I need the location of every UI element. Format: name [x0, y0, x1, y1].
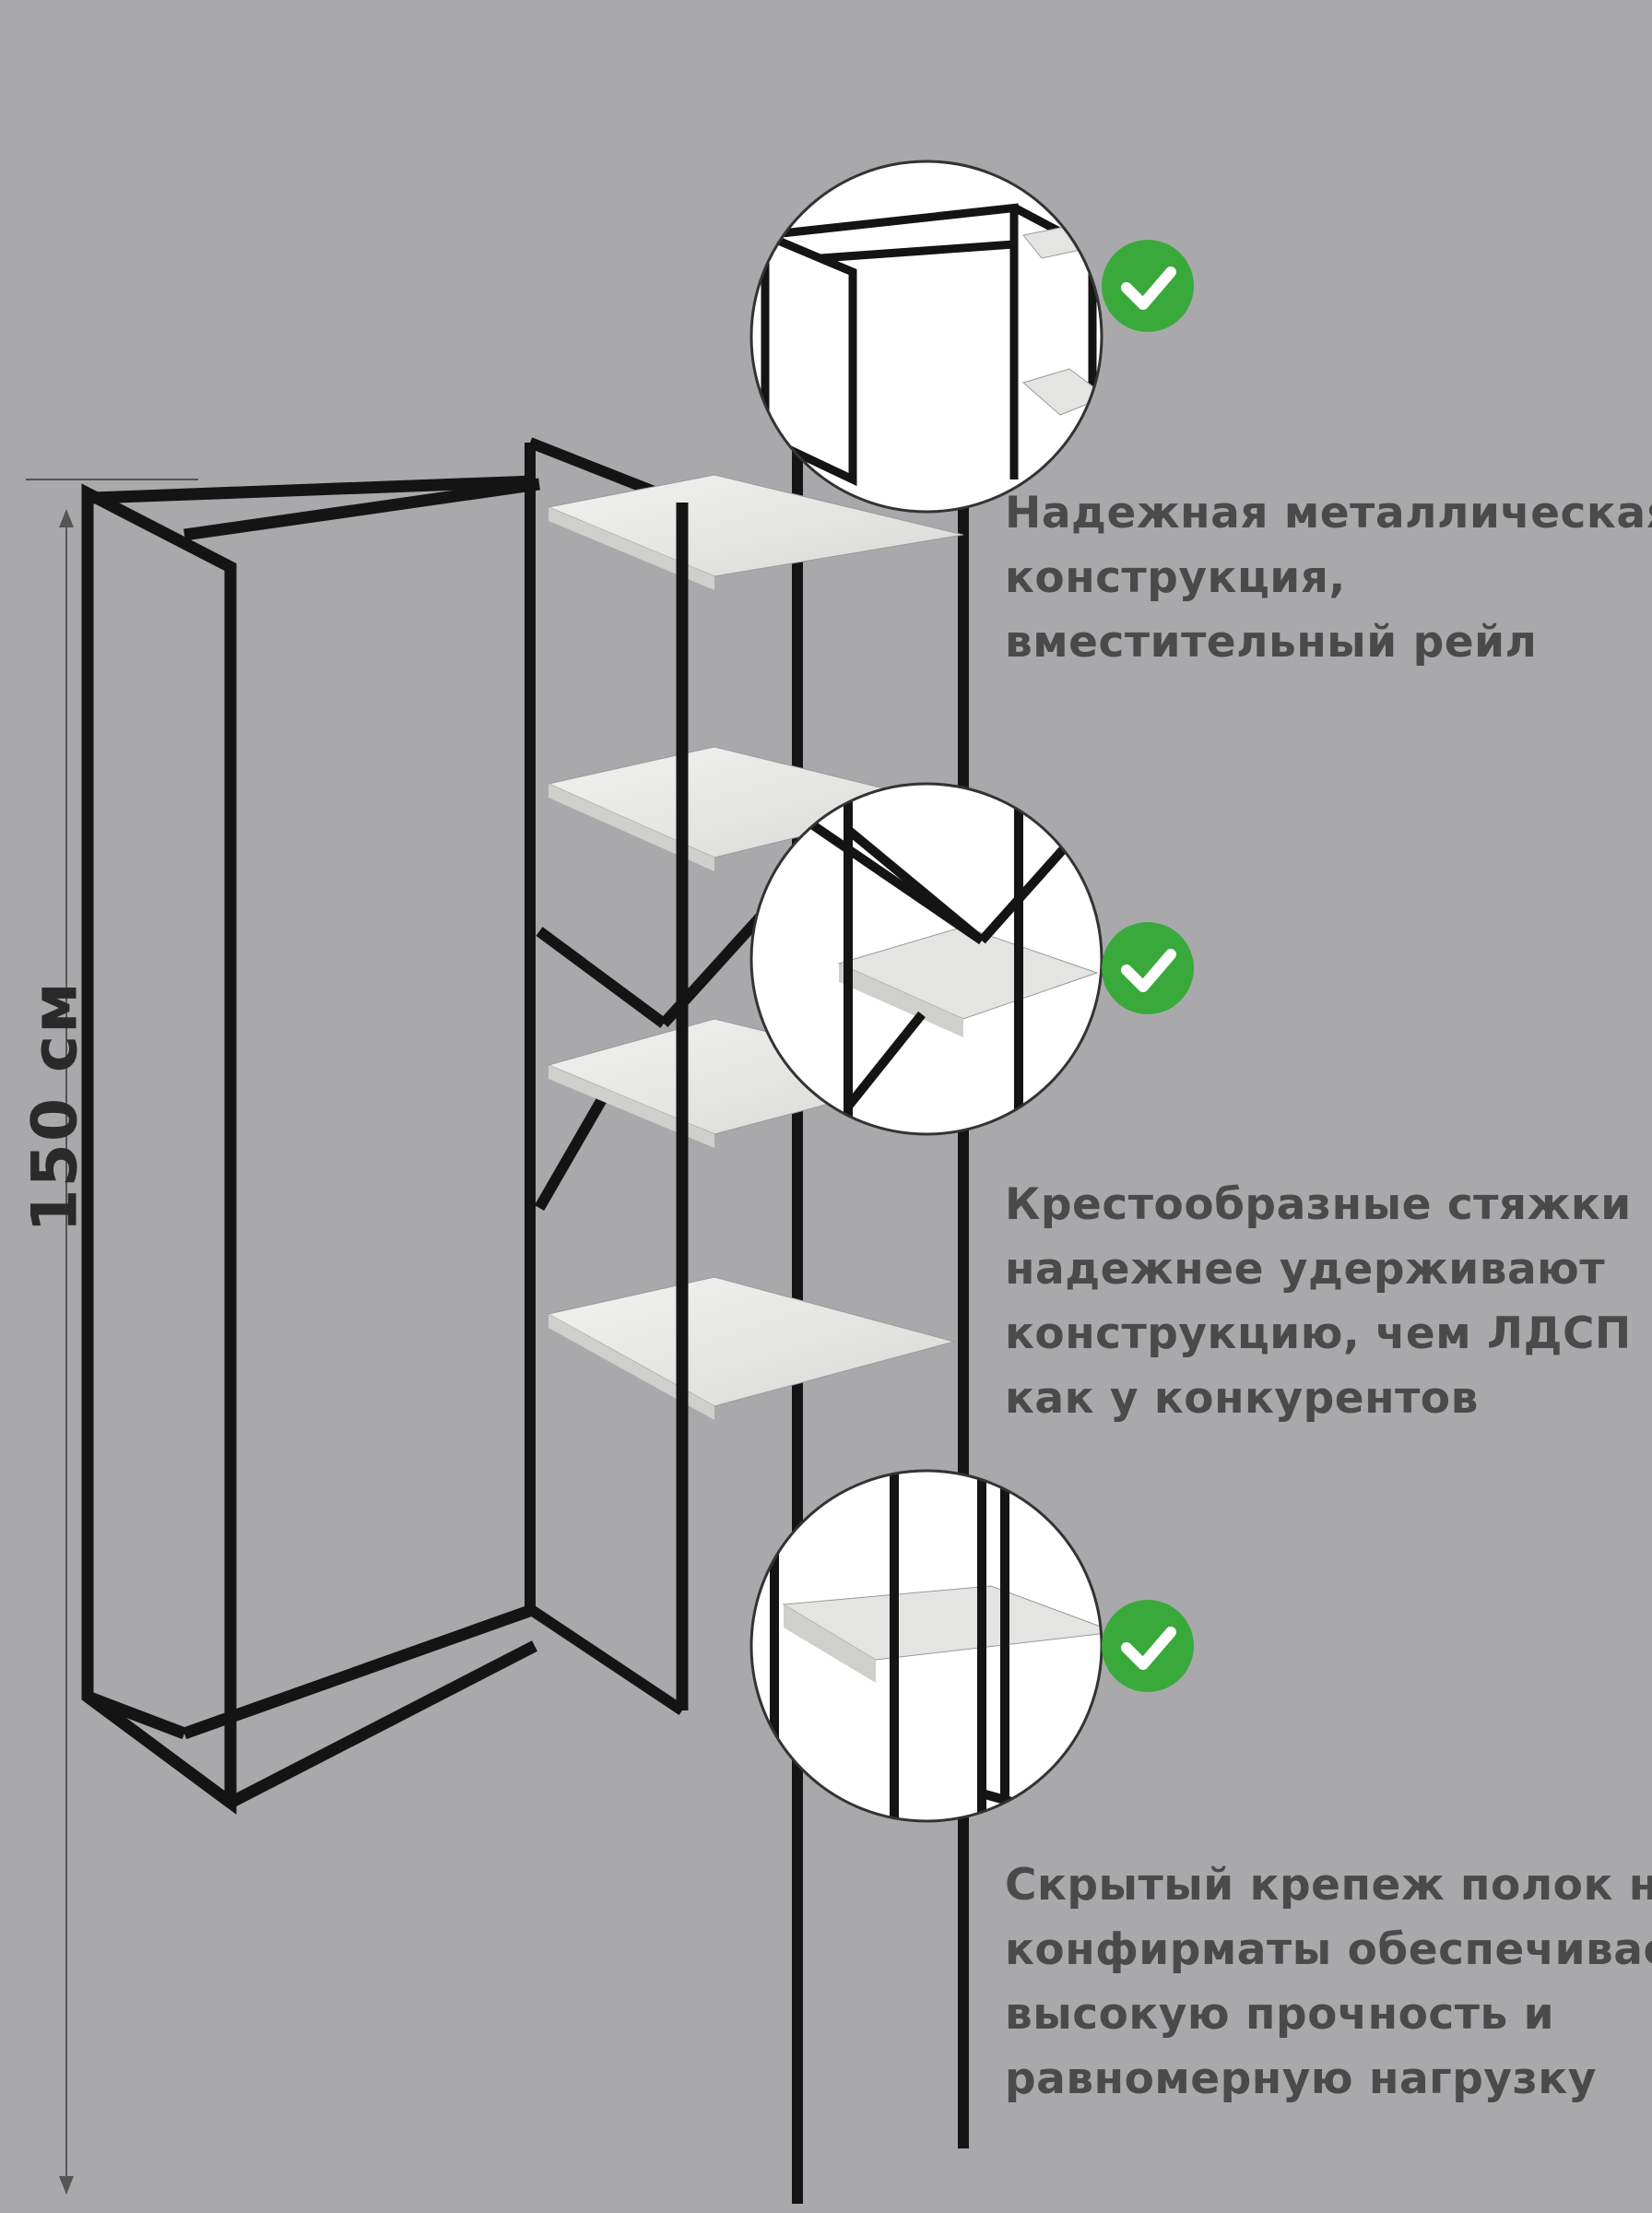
- shelving-unit: [525, 406, 969, 2204]
- detail-circle-cross-braces: [749, 782, 1103, 1136]
- feature-text-cross-braces: Крестообразные стяжки надежнее удерживаю…: [1005, 1173, 1632, 1431]
- check-badge-1: [1102, 240, 1194, 332]
- feature-line: Надежная металлическая: [1005, 488, 1652, 538]
- feature-line: высокую прочность и: [1005, 1989, 1555, 2040]
- feature-line: Крестообразные стяжки: [1005, 1179, 1632, 1230]
- check-badge-3: [1102, 1600, 1194, 1692]
- feature-line: надежнее удерживают: [1005, 1244, 1606, 1295]
- shelf-1: [547, 474, 964, 590]
- feature-line: равномерную нагрузку: [1005, 2053, 1597, 2104]
- check-badge-2: [1102, 922, 1194, 1014]
- feature-line: конфирматы обеспечивает: [1005, 1924, 1652, 1975]
- check-icon: [1121, 949, 1176, 992]
- check-icon: [1121, 266, 1176, 310]
- height-dimension: [26, 479, 198, 2195]
- feature-line: Скрытый крепеж полок на: [1005, 1860, 1652, 1911]
- feature-line: вместительный рейл: [1005, 617, 1538, 668]
- height-label: 150 см: [18, 980, 92, 1233]
- feature-line: конструкция,: [1005, 552, 1346, 603]
- check-icon: [1121, 1627, 1176, 1670]
- feature-text-metal-frame: Надежная металлическая конструкция, вмес…: [1005, 481, 1652, 675]
- feature-text-hidden-fasteners: Скрытый крепеж полок на конфирматы обесп…: [1005, 1853, 1652, 2112]
- arrow-up-icon: [59, 509, 74, 527]
- arrow-down-icon: [59, 2176, 74, 2195]
- detail-circle-hidden-fasteners: [749, 1469, 1103, 1823]
- shelf-4: [547, 1276, 956, 1420]
- feature-line: как у конкурентов: [1005, 1373, 1479, 1424]
- detail-circle-rail: [749, 160, 1103, 514]
- clothes-rack-frame: [81, 475, 540, 1815]
- feature-line: конструкцию, чем ЛДСП: [1005, 1308, 1632, 1359]
